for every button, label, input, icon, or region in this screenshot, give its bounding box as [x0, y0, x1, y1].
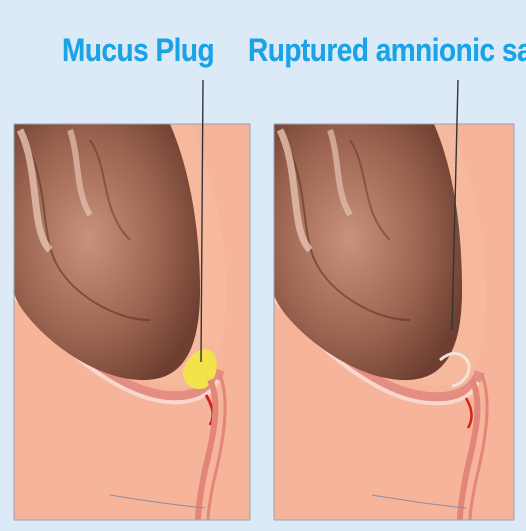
mucus-plug-label-top: Mucus Plug	[62, 32, 214, 69]
right-panel	[274, 124, 514, 520]
left-panel	[14, 124, 250, 520]
ruptured-amnionic-sac-label-top: Ruptured amnionic sac	[248, 32, 526, 69]
